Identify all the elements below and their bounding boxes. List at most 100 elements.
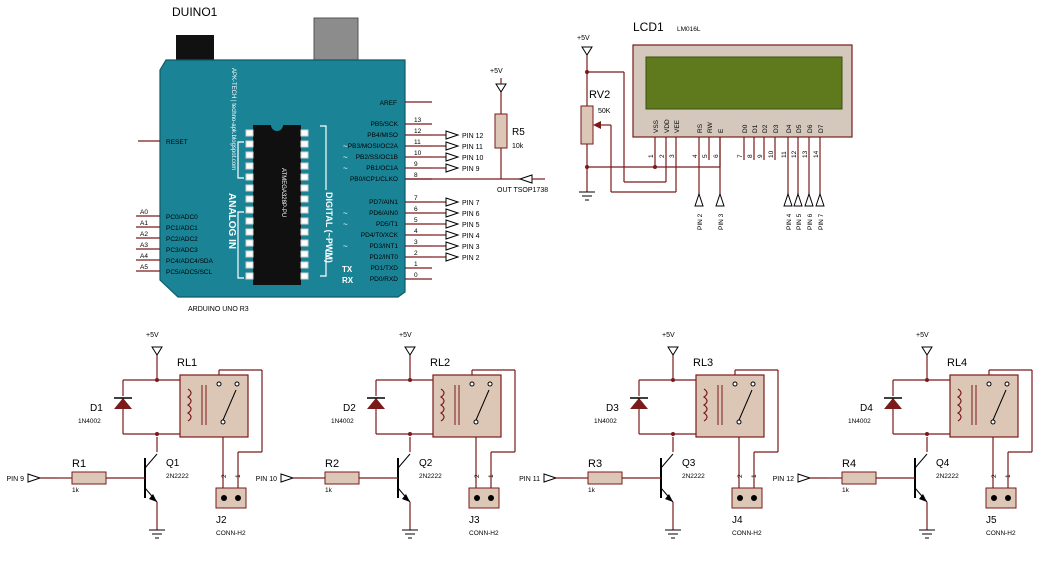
- resistor-ref: R1: [72, 458, 86, 470]
- pwm-tilde: ~: [343, 153, 348, 162]
- digital-pin-label: PD6/AIN0: [369, 210, 398, 217]
- connector-pin-label: 2: [221, 474, 228, 478]
- relay-contact: [469, 381, 475, 387]
- relay-switch: [992, 389, 1007, 421]
- tx-label: TX: [342, 265, 353, 274]
- lcd-net-terminal: [694, 192, 704, 207]
- diode-ref: D2: [343, 403, 356, 414]
- net-terminal: [445, 219, 460, 229]
- analog-pin-tag: A3: [140, 242, 148, 249]
- relay-coil: [956, 388, 962, 422]
- lcd-net-label: PIN 2: [697, 213, 704, 230]
- lcd-net-label: PIN 5: [796, 213, 803, 230]
- chip-pin-left: [245, 129, 254, 137]
- connector-part: CONN-H2: [469, 530, 499, 537]
- digital-pin-label: PB0/ICP1/CLKO: [350, 176, 398, 183]
- diode-part: 1N4002: [331, 418, 354, 425]
- input-label: PIN 9: [6, 476, 24, 483]
- net-terminal: [445, 208, 460, 218]
- lcd-pin-number: 1: [648, 154, 655, 158]
- chip-pin-right: [300, 250, 309, 258]
- rv2-supply: +5V: [577, 35, 590, 42]
- lcd-pin-name: D6: [807, 124, 814, 133]
- connector-body: [468, 487, 500, 509]
- r5-value: 10k: [512, 143, 524, 150]
- rv2-potentiometer-group: +5V RV2 50K: [577, 35, 721, 201]
- analog-pin-tag: A0: [140, 209, 148, 216]
- chip-pin-left: [245, 272, 254, 280]
- supply-label: +5V: [146, 332, 159, 339]
- relay-contact: [750, 381, 756, 387]
- r5-supply: +5V: [490, 68, 503, 75]
- digital-pin-number: 6: [414, 206, 418, 213]
- chip-pin-left: [245, 195, 254, 203]
- connector-pin: [991, 495, 997, 501]
- diode-ref: D1: [90, 403, 103, 414]
- connector-body: [985, 487, 1017, 509]
- lcd-pin-number: 7: [737, 154, 744, 158]
- chip-pin-right: [300, 195, 309, 203]
- chip-pin-right: [300, 151, 309, 159]
- connector-body: [731, 487, 763, 509]
- input-label: PIN 12: [773, 476, 795, 483]
- digital-pin-label: PD1/TXD: [371, 265, 399, 272]
- analog-bracket-2: [237, 211, 244, 279]
- net-label: PIN 9: [462, 166, 480, 173]
- transistor-ref: Q3: [682, 458, 696, 469]
- digital-pin-number: 0: [414, 272, 418, 279]
- connector-pin-label: 1: [488, 474, 495, 478]
- analog-pin-label: PC2/ADC2: [166, 236, 198, 243]
- junction: [925, 432, 929, 436]
- base-resistor: [587, 471, 623, 485]
- digital-pin-label: PD0/RXD: [370, 276, 398, 283]
- digital-pin-label: PD5/T1: [376, 221, 398, 228]
- base-resistor: [71, 471, 107, 485]
- arduino-model: ARDUINO UNO R3: [188, 306, 249, 313]
- net-label: PIN 2: [462, 255, 480, 262]
- input-label: PIN 10: [256, 476, 278, 483]
- transistor-collector: [397, 453, 411, 469]
- rv2-ref: RV2: [589, 89, 610, 101]
- diode-triangle: [630, 398, 648, 409]
- net-terminal: [445, 241, 460, 251]
- lcd-net-label: PIN 7: [818, 213, 825, 230]
- connector-body: [215, 487, 247, 509]
- connector-pin: [737, 495, 743, 501]
- lcd-pin-name: D1: [752, 124, 759, 133]
- chip-pin-right: [300, 173, 309, 181]
- connector-pin-label: 1: [235, 474, 242, 478]
- digital-pin-label: PB1/OC1A: [366, 165, 398, 172]
- lcd-pin-number: 3: [669, 154, 676, 158]
- connector-pin: [474, 495, 480, 501]
- analog-pin-tag: A5: [140, 264, 148, 271]
- analog-pin-label: PC0/ADC0: [166, 214, 198, 221]
- chip-pin-left: [245, 162, 254, 170]
- brand-text: APK-TECH | techno-apk.blogspot.com: [230, 68, 236, 170]
- analog-pin-label: PC4/ADC4/SDA: [166, 258, 214, 265]
- lcd-ref: LCD1: [633, 20, 664, 34]
- digital-bracket: [320, 125, 327, 190]
- resistor-ref: R4: [842, 458, 856, 470]
- reset-label: RESET: [166, 139, 188, 146]
- digital-pin-label: PB5/SCK: [371, 121, 399, 128]
- lcd-pin-name: E: [718, 128, 725, 133]
- digital-pin-label: PD2/INT0: [369, 254, 398, 261]
- relay-contact: [473, 419, 479, 425]
- relay-coil: [439, 388, 445, 422]
- supply-arrow: [404, 346, 416, 356]
- junction: [671, 378, 675, 382]
- lcd-pin-name: RW: [707, 121, 714, 133]
- input-terminal: [27, 473, 42, 483]
- transistor-part: 2N2222: [936, 473, 959, 480]
- net-terminal: [445, 197, 460, 207]
- relay-ref: RL2: [430, 357, 450, 369]
- chip-notch: [271, 125, 283, 131]
- chip-pin-right: [300, 217, 309, 225]
- relay-coil: [186, 388, 192, 422]
- emitter-arrow: [402, 494, 410, 502]
